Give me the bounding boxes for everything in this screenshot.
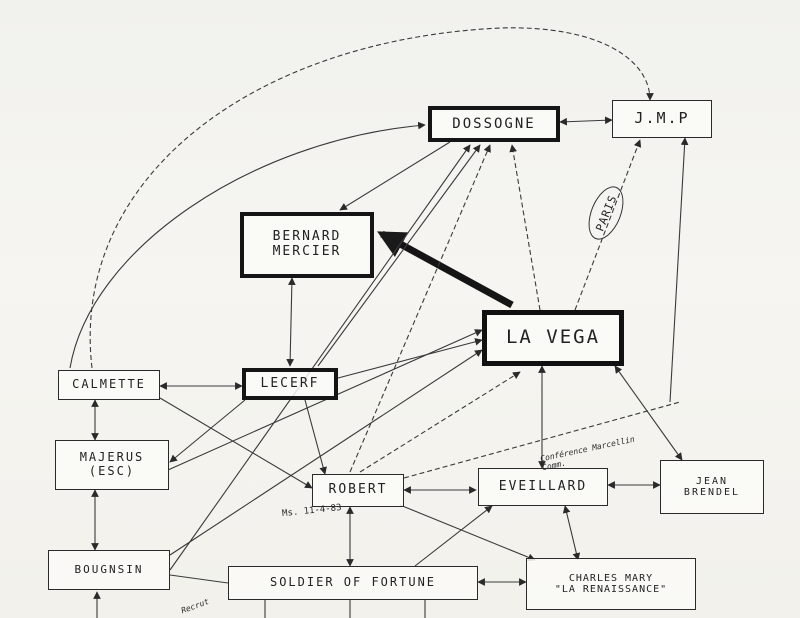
edge-calmette-robert [159, 397, 313, 489]
node-robert-label: ROBERT [328, 482, 388, 498]
node-jmp-label: J.M.P [634, 109, 690, 128]
node-eveillard: EVEILLARD [478, 468, 608, 506]
node-soldier-of-fortune: SOLDIER OF FORTUNE [228, 566, 478, 600]
node-bernard-mercier-label: BERNARD MERCIER [272, 229, 342, 259]
edge-lavega-brendel [614, 365, 683, 461]
edge-soldier-eveillard [414, 505, 493, 567]
edge-lecerf-majerus [169, 399, 246, 463]
node-soldier-of-fortune-label: SOLDIER OF FORTUNE [269, 575, 437, 590]
edge-lavega-dossogne [509, 144, 541, 311]
node-calmette-label: CALMETTE [72, 377, 146, 392]
edge-lecerf-robert [304, 399, 327, 475]
edge-robert-dossogne [349, 144, 491, 473]
edge-calmette-jmp [89, 27, 654, 369]
node-majerus-label: MAJERUS (ESC) [79, 450, 145, 478]
node-majerus: MAJERUS (ESC) [55, 440, 169, 490]
edge-eveillard-jmp [669, 137, 689, 403]
edge-robert-charles [399, 504, 536, 561]
node-lecerf-label: LECERF [260, 375, 320, 391]
node-charles-mary: CHARLES MARY "LA RENAISSANCE" [526, 558, 696, 610]
node-dossogne: DOSSOGNE [428, 106, 560, 142]
node-la-vega: LA VEGA [482, 310, 624, 366]
annotation-paris-label: PARIS [592, 192, 620, 234]
edge-bougnsin-lavega [169, 349, 483, 556]
edge-eveillard-charles [562, 505, 581, 561]
node-lecerf: LECERF [242, 368, 338, 400]
edge-soldier-bougnsin [169, 574, 229, 584]
edge-lavega-jmp [574, 139, 642, 311]
node-jean-brendel-label: JEAN BRENDEL [683, 475, 741, 499]
node-bernard-mercier: BERNARD MERCIER [240, 212, 374, 278]
node-eveillard-label: EVEILLARD [498, 478, 588, 494]
edge-lecerf-dossogne [317, 144, 481, 367]
node-bougnsin: BOUGNSIN [48, 550, 170, 590]
edge-dossogne-bernard [339, 141, 451, 211]
edge-robert-lavega [359, 371, 521, 473]
node-charles-mary-label: CHARLES MARY "LA RENAISSANCE" [554, 572, 668, 596]
node-robert: ROBERT [312, 474, 404, 507]
node-jean-brendel: JEAN BRENDEL [660, 460, 764, 514]
edge-lecerf-lavega [337, 338, 483, 379]
edge-lecerf-bernard [286, 277, 296, 367]
edge-dossogne-jmp [559, 116, 613, 126]
node-la-vega-label: LA VEGA [505, 326, 601, 349]
node-calmette: CALMETTE [58, 370, 160, 400]
node-bougnsin-label: BOUGNSIN [74, 562, 144, 576]
edge-lavega-bernard-bold [377, 230, 514, 309]
node-dossogne-label: DOSSOGNE [452, 115, 536, 132]
node-jmp: J.M.P [612, 100, 712, 138]
edge-bougnsin-dossogne [169, 144, 471, 571]
edge-majerus-lavega [167, 329, 483, 471]
edge-calmette-dossogne [69, 121, 426, 369]
